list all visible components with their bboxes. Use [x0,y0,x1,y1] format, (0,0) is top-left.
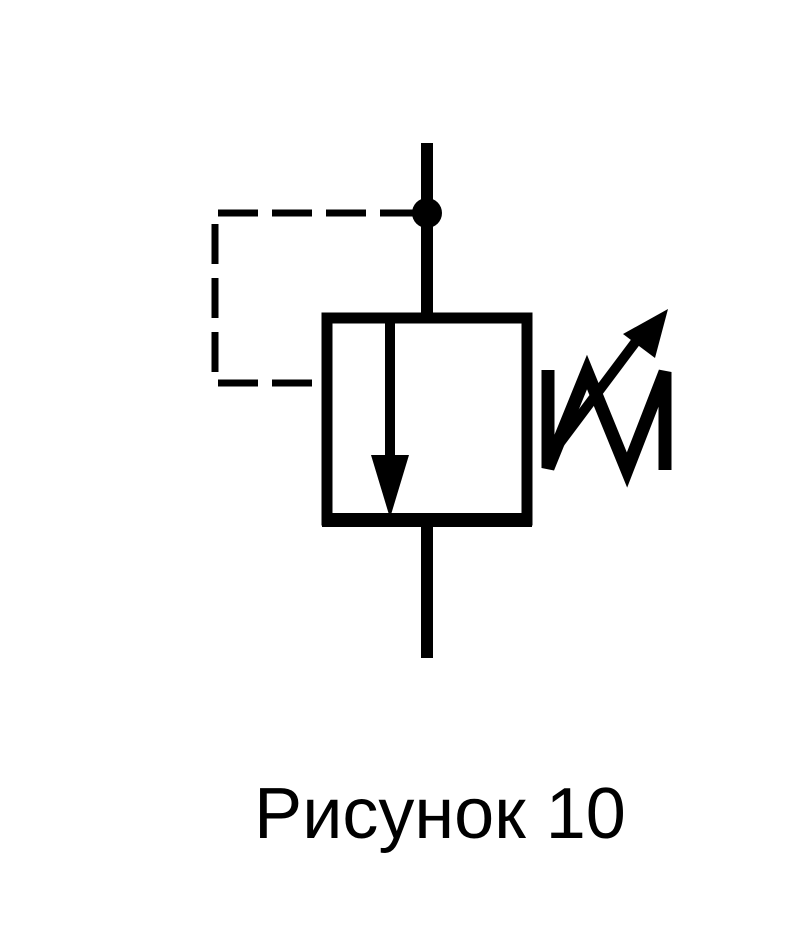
adjustment-arrow-shaft [543,329,647,463]
flow-arrow-icon [371,455,409,518]
pilot-line-icon [211,209,420,387]
valve-body-icon [321,312,533,526]
junction-dot-icon [412,198,442,228]
adjustment-arrow-head [623,309,668,358]
figure-caption: Рисунок 10 [254,774,626,854]
